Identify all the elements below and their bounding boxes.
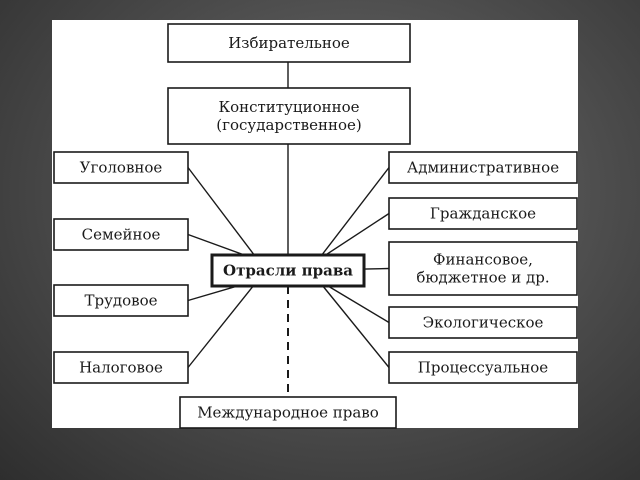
- box-right-3-frame: [388, 241, 578, 296]
- box-right-2-label: Гражданское: [430, 205, 536, 223]
- box-left-3: Трудовое: [53, 284, 189, 317]
- box-right-3-label: Финансовое,: [433, 251, 533, 269]
- connector-lines: [187, 62, 390, 397]
- box-top-2-label: Конституционное: [218, 98, 359, 116]
- box-left-4-frame: [53, 351, 189, 384]
- connector-left-4: [187, 279, 259, 368]
- connector-right-1: [317, 167, 390, 261]
- box-right-3-label: бюджетное и др.: [416, 269, 549, 287]
- box-left-1-label: Уголовное: [80, 159, 163, 177]
- box-right-4: Экологическое: [388, 306, 578, 339]
- box-center-frame: [210, 253, 366, 288]
- box-left-2-frame: [53, 218, 189, 251]
- box-top-2-label: (государственное): [216, 116, 362, 134]
- box-top-2: Конституционное(государственное): [167, 87, 411, 145]
- box-right-1-frame: [388, 151, 578, 184]
- box-bottom-1: Международное право: [179, 396, 397, 429]
- box-right-1-label: Административное: [407, 159, 559, 177]
- connector-right-2: [317, 212, 390, 261]
- connector-left-1: [187, 167, 259, 261]
- box-right-2: Гражданское: [388, 197, 578, 230]
- box-right-5-frame: [388, 351, 578, 384]
- box-right-4-frame: [388, 306, 578, 339]
- box-center-label: Отрасли права: [223, 262, 353, 280]
- connector-right-5: [317, 279, 390, 368]
- box-left-1: Уголовное: [53, 151, 189, 184]
- box-bottom-1-label: Международное право: [197, 404, 379, 422]
- box-left-4: Налоговое: [53, 351, 189, 384]
- box-left-4-label: Налоговое: [79, 359, 163, 377]
- box-top-1-label: Избирательное: [228, 34, 350, 52]
- box-right-1: Административное: [388, 151, 578, 184]
- box-bottom-1-frame: [179, 396, 397, 429]
- box-right-4-label: Экологическое: [423, 314, 544, 332]
- box-top-2-frame: [167, 87, 411, 145]
- box-top-1-frame: [167, 23, 411, 63]
- box-center: Отрасли права: [210, 253, 366, 288]
- branch-boxes: ИзбирательноеКонституционное(государстве…: [53, 23, 578, 429]
- box-left-3-frame: [53, 284, 189, 317]
- box-right-2-frame: [388, 197, 578, 230]
- box-right-3: Финансовое,бюджетное и др.: [388, 241, 578, 296]
- box-left-1-frame: [53, 151, 189, 184]
- box-right-5: Процессуальное: [388, 351, 578, 384]
- box-top-1: Избирательное: [167, 23, 411, 63]
- box-left-2: Семейное: [53, 218, 189, 251]
- box-left-2-label: Семейное: [82, 226, 161, 244]
- box-right-5-label: Процессуальное: [418, 359, 549, 377]
- box-left-3-label: Трудовое: [84, 292, 157, 310]
